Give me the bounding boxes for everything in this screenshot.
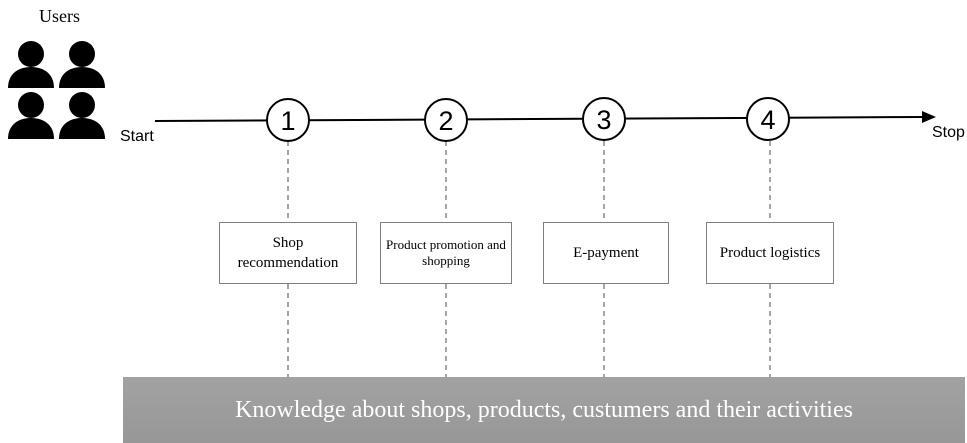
- knowledge-banner-text: Knowledge about shops, products, custume…: [235, 396, 853, 423]
- dashed-connectors: [287, 141, 771, 377]
- timeline-start-label: Start: [120, 128, 154, 145]
- step-4-marker: 4: [746, 97, 790, 141]
- step-2-box: Product promotion and shopping: [380, 222, 512, 284]
- step-1-box: Shop recommendation: [219, 222, 357, 284]
- step-1-marker: 1: [266, 98, 310, 142]
- step-1-number: 1: [280, 106, 295, 136]
- step-3-box: E-payment: [543, 222, 669, 284]
- step-2-number: 2: [438, 106, 453, 136]
- timeline-arrowhead: [922, 111, 936, 123]
- step-4-number: 4: [760, 105, 775, 135]
- step-2-marker: 2: [424, 98, 468, 142]
- users-title: Users: [39, 6, 80, 26]
- step-3-marker: 3: [582, 97, 626, 141]
- step-3-number: 3: [596, 105, 611, 135]
- timeline-stop-label: Stop: [932, 124, 965, 141]
- knowledge-banner: Knowledge about shops, products, custume…: [123, 377, 965, 443]
- step-4-box: Product logistics: [706, 222, 834, 284]
- person-group-icon: [8, 41, 105, 139]
